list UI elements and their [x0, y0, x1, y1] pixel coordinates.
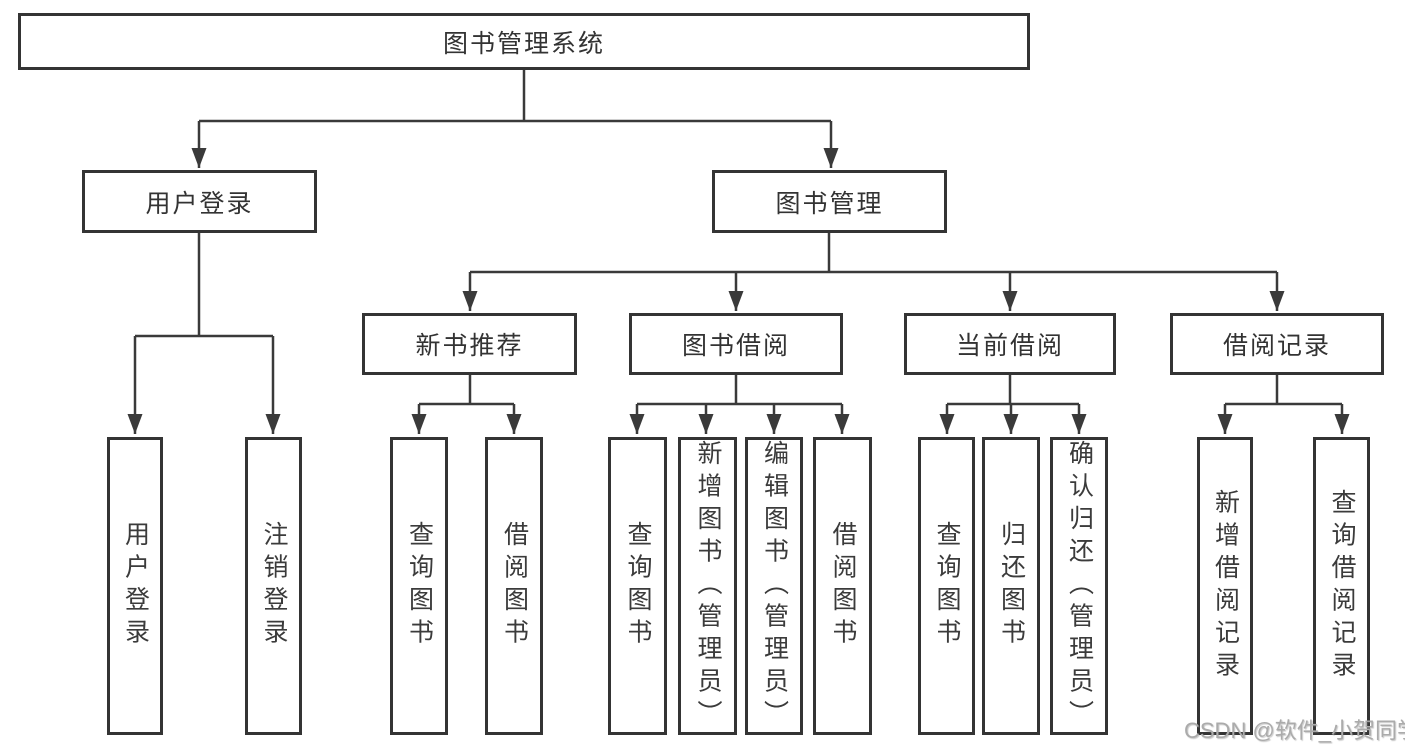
leaf-borrow-books-recommend: 借阅图书	[485, 437, 543, 735]
leaf-add-book-admin-label: 新增图书（管理员）	[694, 439, 722, 733]
leaf-query-books-recommend: 查询图书	[390, 437, 448, 735]
leaf-edit-book-admin-label: 编辑图书（管理员）	[760, 439, 789, 733]
edges-new-book-recommend	[411, 375, 522, 434]
edges-book-borrow	[629, 375, 850, 434]
node-new-book-recommend: 新书推荐	[362, 313, 577, 375]
edges-current-borrow	[939, 375, 1087, 434]
leaf-logout: 注销登录	[245, 437, 302, 735]
node-root: 图书管理系统	[18, 13, 1030, 70]
leaf-return-books-label: 归还图书	[997, 521, 1026, 651]
leaf-add-borrow-record: 新增借阅记录	[1197, 437, 1253, 735]
node-borrow-records: 借阅记录	[1170, 313, 1384, 375]
watermark-text: CSDN @软件_小贺同学	[1184, 718, 1405, 743]
edges-user-login	[127, 233, 281, 434]
edges-book-management	[462, 233, 1285, 311]
edges-borrow-records	[1217, 375, 1350, 434]
node-book-borrow-label: 图书借阅	[681, 332, 790, 360]
leaf-edit-book-admin: 编辑图书（管理员）	[745, 437, 803, 735]
node-borrow-records-label: 借阅记录	[1222, 332, 1331, 360]
leaf-query-books-borrow: 查询图书	[608, 437, 667, 735]
leaf-query-books-current: 查询图书	[918, 437, 975, 735]
node-book-management: 图书管理	[712, 170, 947, 233]
leaf-query-books-current-label: 查询图书	[933, 521, 961, 651]
leaf-logout-label: 注销登录	[260, 521, 288, 651]
node-user-login: 用户登录	[82, 170, 317, 233]
leaf-confirm-return-admin-label: 确认归还（管理员）	[1065, 439, 1094, 733]
node-book-management-label: 图书管理	[775, 189, 884, 218]
leaf-query-books-recommend-label: 查询图书	[405, 521, 434, 651]
leaf-query-books-borrow-label: 查询图书	[624, 521, 652, 651]
node-root-label: 图书管理系统	[442, 29, 605, 58]
leaf-borrow-books-recommend-label: 借阅图书	[500, 521, 529, 651]
leaf-add-book-admin: 新增图书（管理员）	[678, 437, 737, 735]
node-current-borrow: 当前借阅	[904, 313, 1116, 375]
leaf-borrow-books: 借阅图书	[813, 437, 872, 735]
leaf-confirm-return-admin: 确认归还（管理员）	[1050, 437, 1108, 735]
leaf-user-login-label: 用户登录	[121, 521, 150, 651]
node-new-book-recommend-label: 新书推荐	[415, 332, 524, 360]
node-current-borrow-label: 当前借阅	[955, 332, 1064, 360]
leaf-add-borrow-record-label: 新增借阅记录	[1211, 488, 1240, 684]
node-user-login-label: 用户登录	[145, 189, 254, 218]
leaf-query-borrow-record: 查询借阅记录	[1313, 437, 1370, 735]
leaf-query-borrow-record-label: 查询借阅记录	[1328, 488, 1356, 684]
leaf-return-books: 归还图书	[982, 437, 1040, 735]
edges-root	[191, 70, 839, 168]
node-book-borrow: 图书借阅	[629, 313, 843, 375]
leaf-borrow-books-label: 借阅图书	[829, 521, 857, 651]
leaf-user-login: 用户登录	[107, 437, 163, 735]
